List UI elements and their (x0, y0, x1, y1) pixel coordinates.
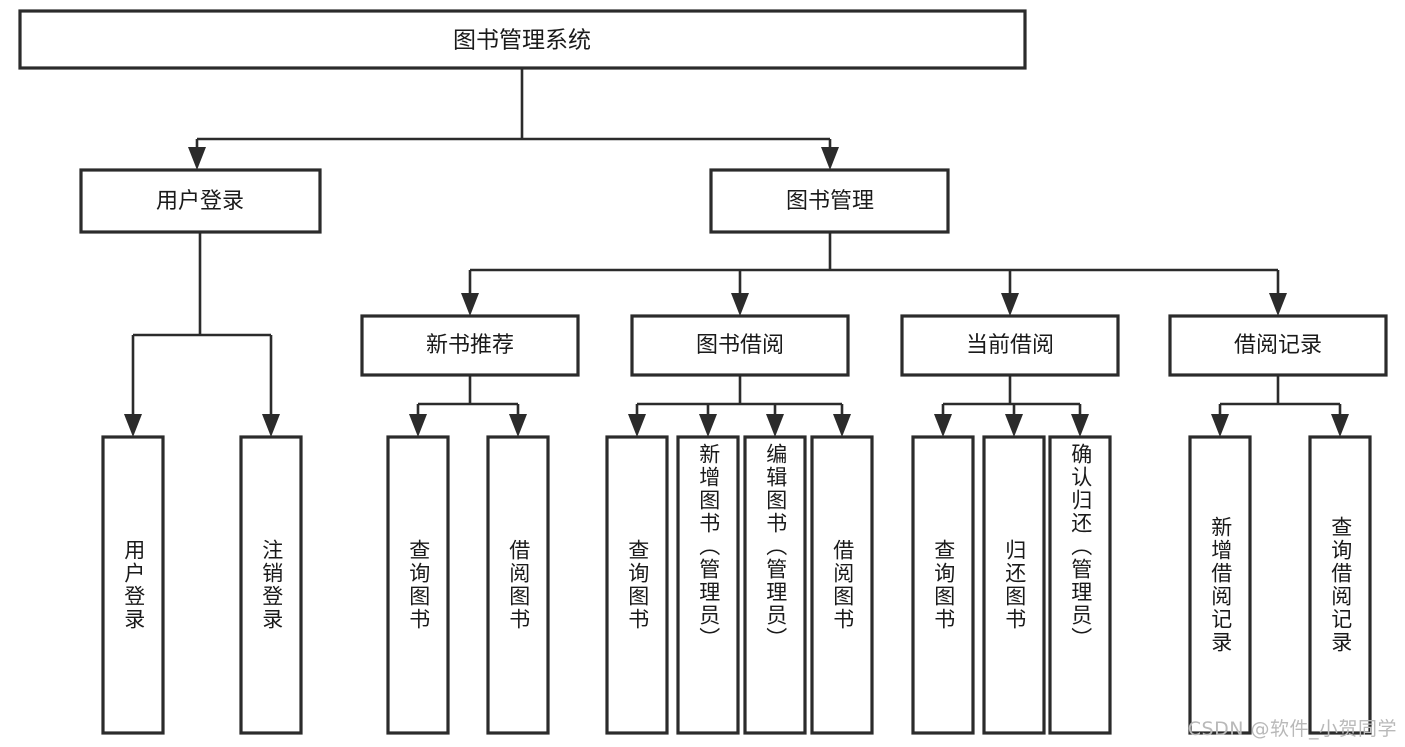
arrow-to-leaf-borrow-book-1 (509, 414, 527, 437)
leaf-box-add-book-admin[interactable] (676, 435, 740, 735)
connector-root-to-level2 (195, 68, 832, 155)
leaf-box-query-book-2[interactable] (605, 435, 669, 735)
arrow-to-leaf-add-book (699, 414, 717, 437)
connector-bookborrow-to-leaves (635, 375, 844, 422)
node-box-new-book-recommend[interactable] (360, 314, 580, 377)
leaf-box-query-book-3[interactable] (911, 435, 975, 735)
node-label-new-book-recommend: 新书推荐 (426, 333, 514, 358)
arrow-to-book-manage (821, 147, 839, 170)
arrow-to-leaf-logout (262, 414, 280, 437)
leaf-box-logout[interactable] (239, 435, 303, 735)
node-label-user-login: 用户登录 (156, 189, 244, 214)
leaf-box-edit-book-admin[interactable] (743, 435, 807, 735)
arrow-to-leaf-borrow-book-2 (833, 414, 851, 437)
connector-layer (124, 68, 1349, 437)
leaf-box-confirm-return-admin[interactable] (1048, 435, 1112, 735)
node-box-borrow-record[interactable] (1168, 314, 1388, 377)
arrow-to-leaf-query-book-3 (934, 414, 952, 437)
node-layer: 图书管理系统 用户登录 图书管理 新书推荐 图书借阅 当前借阅 借阅记录 (18, 9, 1388, 735)
node-label-root: 图书管理系统 (453, 28, 591, 54)
arrow-to-leaf-confirm-return (1071, 414, 1089, 437)
arrow-to-leaf-add-record (1211, 414, 1229, 437)
connector-currentborrow-to-leaves (941, 375, 1082, 422)
leaf-box-query-book-1[interactable] (386, 435, 450, 735)
connector-borrowrecord-to-leaves (1218, 375, 1342, 422)
node-box-book-manage[interactable] (709, 168, 950, 234)
node-box-book-borrow[interactable] (630, 314, 850, 377)
arrow-to-leaf-return-book (1005, 414, 1023, 437)
leaf-box-add-borrow-record[interactable] (1188, 435, 1252, 735)
node-label-book-borrow: 图书借阅 (696, 333, 784, 358)
arrow-to-leaf-query-book-2 (628, 414, 646, 437)
arrow-to-leaf-edit-book (766, 414, 784, 437)
arrow-to-current-borrow (1001, 293, 1019, 316)
leaf-box-user-login[interactable] (101, 435, 165, 735)
arrow-to-new-book-rec (461, 293, 479, 316)
connector-bookmanage-to-level3 (468, 232, 1280, 301)
arrow-to-leaf-query-record (1331, 414, 1349, 437)
connector-userlogin-to-leaves (131, 232, 273, 422)
arrow-to-user-login (188, 147, 206, 170)
arrow-to-book-borrow (731, 293, 749, 316)
node-label-current-borrow: 当前借阅 (966, 333, 1054, 358)
node-label-borrow-record: 借阅记录 (1234, 333, 1322, 358)
arrow-to-leaf-query-book-1 (409, 414, 427, 437)
node-box-current-borrow[interactable] (900, 314, 1120, 377)
connector-newbook-to-leaves (416, 375, 520, 422)
node-label-book-manage: 图书管理 (786, 189, 874, 214)
node-box-user-login[interactable] (79, 168, 322, 234)
watermark-text: CSDN @软件_小贺同学 (1187, 718, 1397, 740)
arrow-to-borrow-record (1269, 293, 1287, 316)
node-box-root[interactable] (18, 9, 1027, 70)
arrow-to-leaf-user-login (124, 414, 142, 437)
leaf-box-query-borrow-record[interactable] (1308, 435, 1372, 735)
leaf-box-borrow-book-1[interactable] (486, 435, 550, 735)
leaf-box-borrow-book-2[interactable] (810, 435, 874, 735)
leaf-box-return-book[interactable] (982, 435, 1046, 735)
